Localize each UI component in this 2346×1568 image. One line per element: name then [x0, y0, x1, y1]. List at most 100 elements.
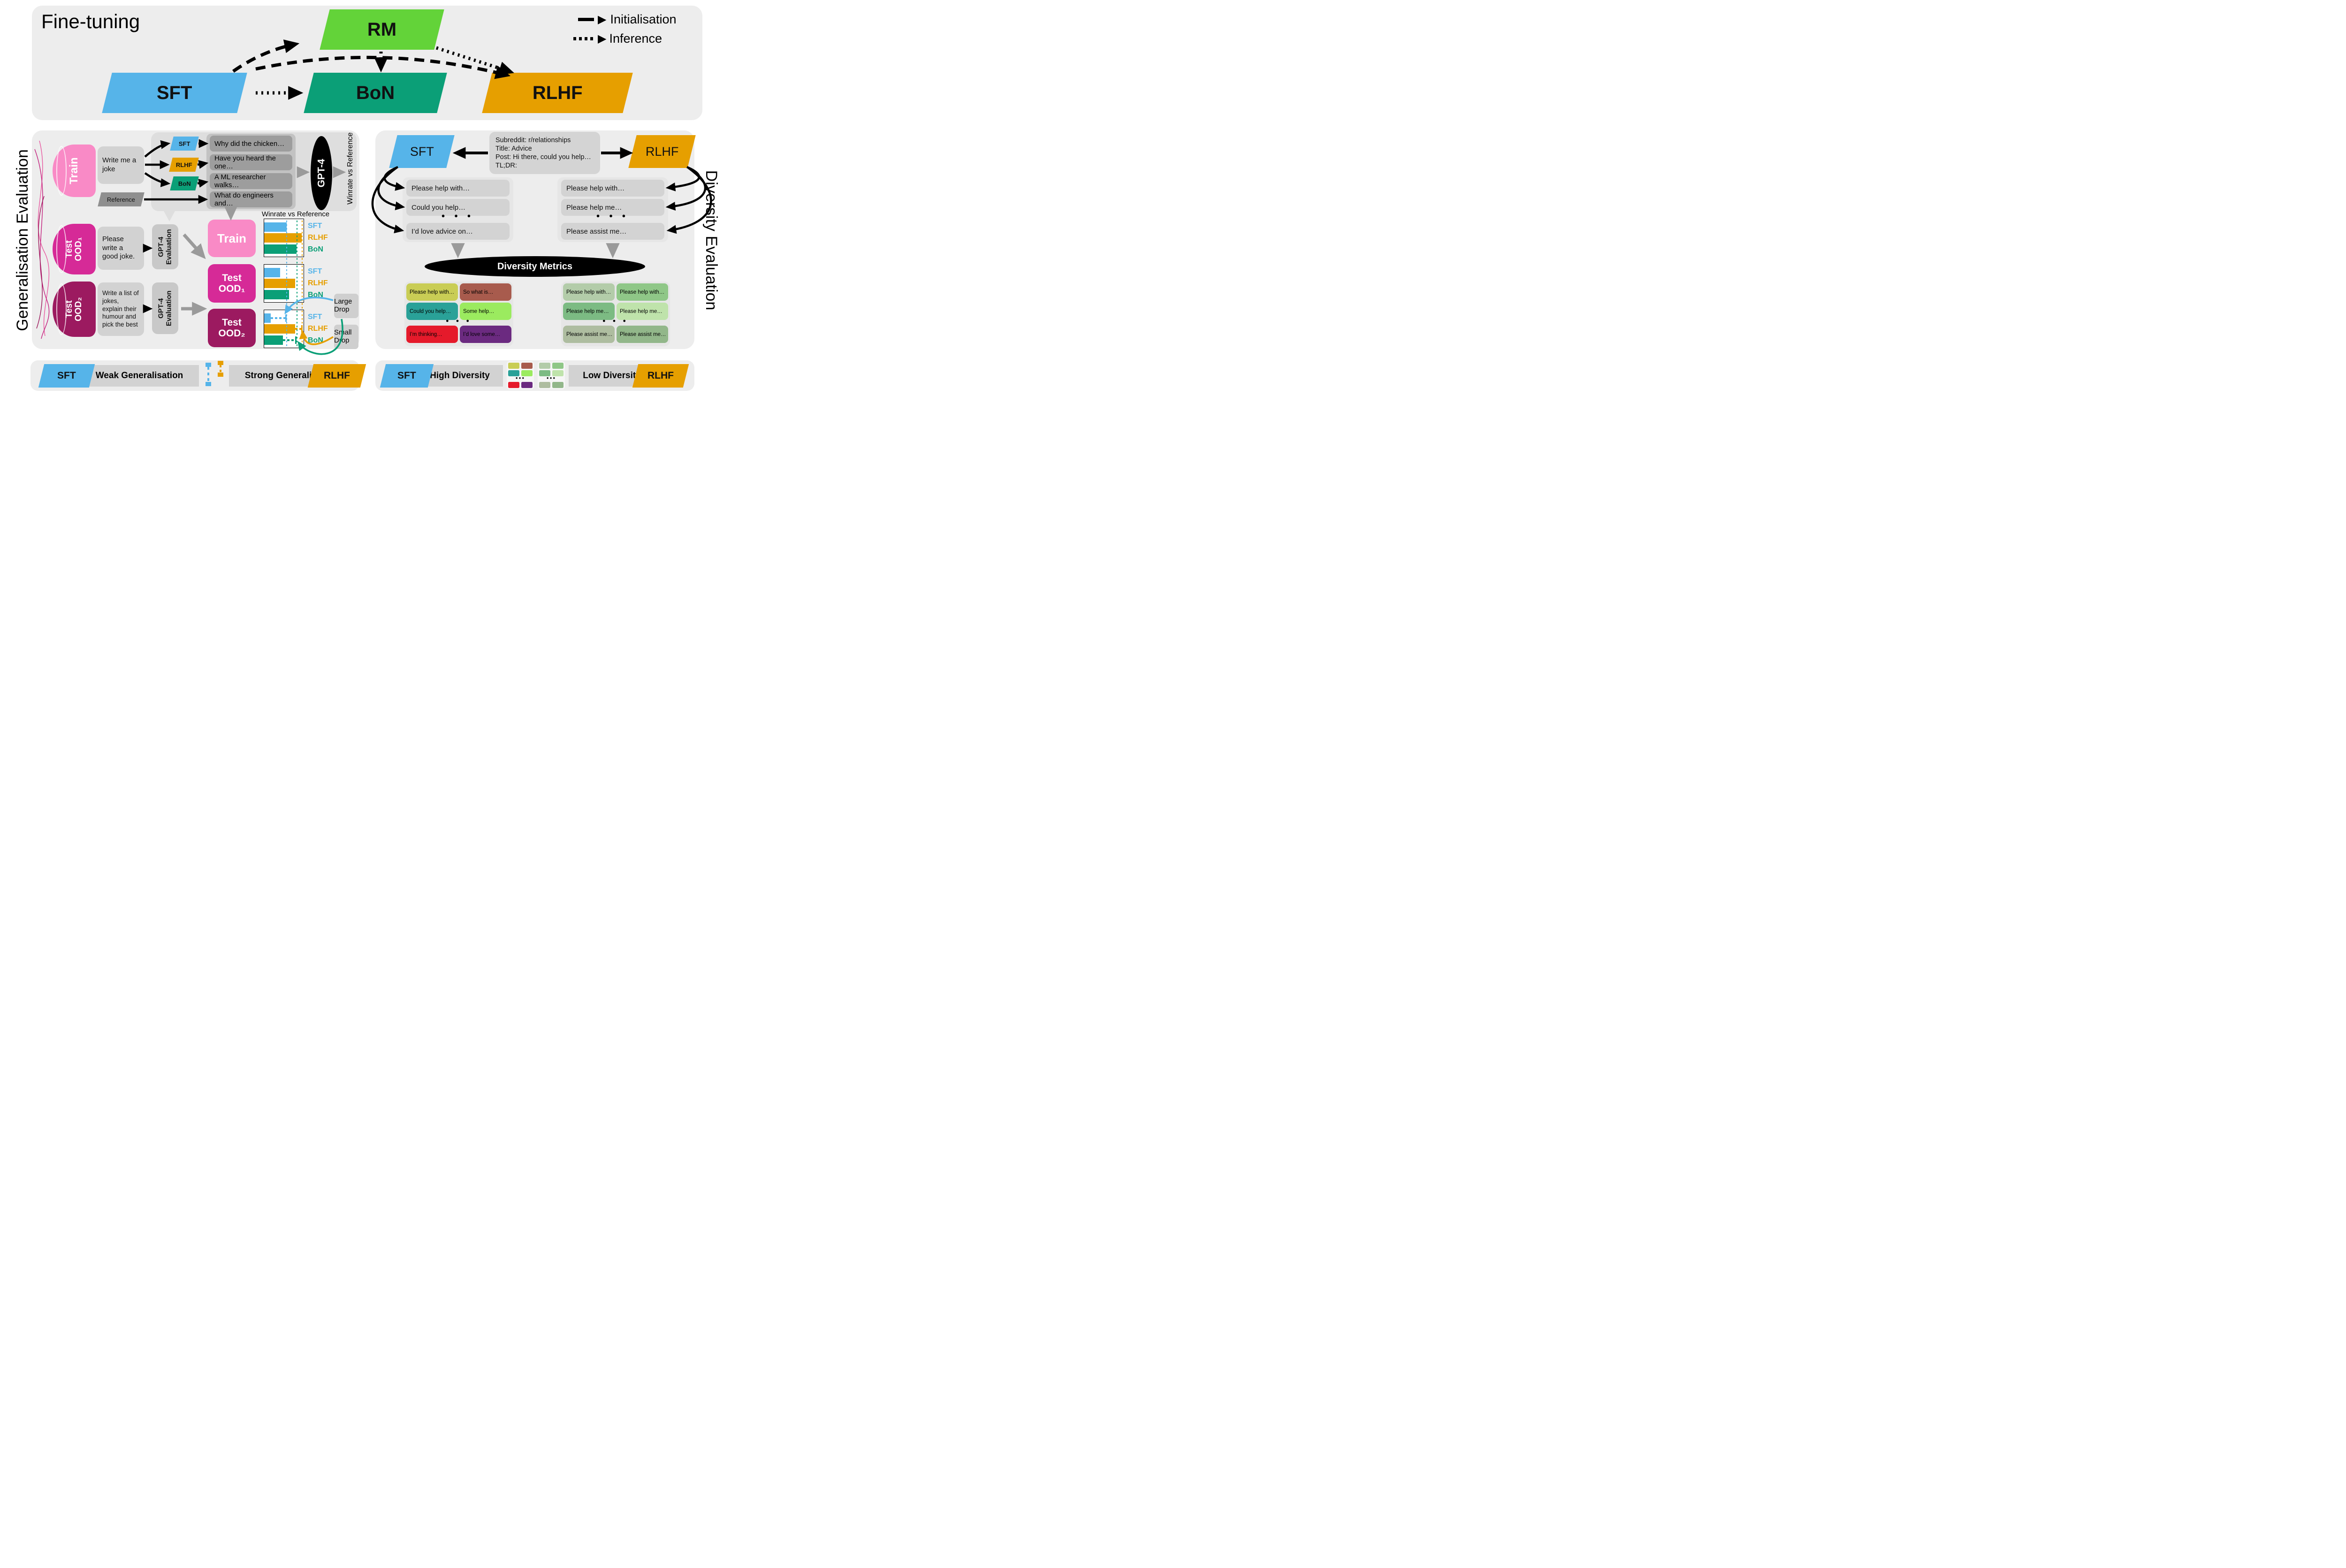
bar-bon — [264, 244, 297, 254]
diversity-response-chip: Please help with… — [563, 283, 615, 301]
mini-diversity-chip — [508, 363, 519, 369]
legend-sft-chip-diversity: SFT — [380, 364, 434, 388]
bar-row — [264, 335, 304, 345]
diversity-response-chip: I’d love some… — [460, 326, 511, 343]
sft-diversity-grid-chips: Please help with…So what is…Could you he… — [406, 283, 511, 344]
gpt4-judge-label: GPT-4 — [316, 159, 327, 188]
bar-bon — [264, 335, 283, 345]
bar-bon — [264, 289, 289, 299]
mini-diversity-chip — [508, 382, 519, 388]
sft-chip: SFT — [170, 137, 199, 151]
legend-inference-label: Inference — [609, 31, 663, 46]
legend-initialisation: ▶ Initialisation — [578, 12, 677, 27]
train-result-box: Train — [208, 220, 256, 257]
rm-node: RM — [320, 9, 444, 50]
diversity-response-chip: Please help with… — [617, 283, 668, 301]
bar-sft — [264, 222, 287, 232]
response-box: What do engineers and… — [210, 191, 292, 207]
response-box: Why did the chicken… — [210, 136, 292, 152]
sft-node: SFT — [102, 73, 247, 113]
bar-row — [264, 222, 304, 232]
ellipsis-dots: ● ● ● — [445, 318, 472, 324]
bar-row — [264, 233, 304, 243]
chart-series-label-bon: BoN — [308, 291, 323, 299]
dashed-line-icon — [578, 18, 594, 21]
chart-series-label-bon: BoN — [308, 245, 323, 253]
rlhf-node-label: RLHF — [532, 82, 583, 103]
legend-rlhf-chip-diversity: RLHF — [632, 364, 689, 388]
cylinder-seam — [56, 225, 67, 273]
diversity-section-label: Diversity Evaluation — [702, 170, 721, 311]
ellipsis-dots: ●●● — [515, 376, 526, 380]
diversity-rlhf-node: RLHF — [628, 135, 696, 168]
mini-diversity-chip — [539, 382, 550, 388]
drop-whisker-cap — [295, 336, 297, 344]
bar-row — [264, 267, 304, 277]
bar-row — [264, 244, 304, 254]
diversity-response-chip: Please help me… — [563, 303, 615, 320]
chart-series-label-rlhf: RLHF — [308, 279, 328, 287]
chart-series-label-sft: SFT — [308, 313, 322, 321]
diversity-prompt-box: Subreddit: r/relationships Title: Advice… — [489, 132, 600, 174]
diversity-sft-node: SFT — [389, 135, 455, 168]
arrowhead-icon: ▶ — [598, 13, 607, 26]
bar-row — [264, 313, 304, 323]
ellipsis-dots: ● ● ● — [596, 212, 630, 219]
rlhf-node: RLHF — [482, 73, 633, 113]
diversity-response-chip: Please assist me… — [563, 326, 615, 343]
rlhf-output-item: Please help me… — [561, 199, 664, 216]
train-prompt-box: Write me a joke — [98, 146, 144, 184]
mini-diversity-chip — [521, 382, 533, 388]
mini-diversity-chip — [508, 370, 519, 376]
diversity-response-chip: Please help with… — [406, 283, 458, 301]
rm-node-label: RM — [367, 19, 397, 40]
diversity-rlhf-label: RLHF — [645, 144, 679, 159]
chart-series-label-sft: SFT — [308, 222, 322, 230]
legend-initialisation-label: Initialisation — [610, 12, 677, 26]
diversity-response-chip: Please help me… — [617, 303, 668, 320]
winrate-chart-title: Winrate vs Reference — [261, 210, 330, 218]
ellipsis-dots: ● ● ● — [441, 212, 475, 219]
test-ood2-prompt-box: Write a list of jokes, explain their hum… — [98, 282, 144, 336]
guide-line — [301, 221, 303, 346]
response-box: Have you heard the one… — [210, 154, 292, 170]
ellipsis-dots: ● ● ● — [602, 318, 629, 324]
small-drop-glyph-orange — [218, 361, 223, 377]
legend-inference: ▶ Inference — [573, 31, 662, 46]
diversity-metrics-ellipse: Diversity Metrics — [425, 256, 645, 277]
sft-output-item: Could you help… — [406, 199, 510, 216]
gpt4-judge-ellipse: GPT-4 — [311, 136, 332, 210]
bon-node: BoN — [304, 73, 447, 113]
reference-chip: Reference — [98, 192, 145, 206]
diversity-response-chip: Could you help… — [406, 303, 458, 320]
dotted-line-icon — [573, 37, 595, 40]
diversity-response-chip: Please assist me… — [617, 326, 668, 343]
drop-whisker — [271, 317, 286, 319]
generalisation-section-label: Generalisation Evaluation — [13, 149, 31, 331]
response-box: A ML researcher walks… — [210, 173, 292, 189]
low-diversity-minigrid: ●●● — [538, 361, 565, 389]
bon-chip-label: BoN — [178, 180, 191, 187]
bar-sft — [264, 313, 271, 323]
bon-chip: BoN — [170, 176, 199, 190]
train-dataset-label: Train — [68, 157, 81, 184]
sft-chip-label: SFT — [178, 140, 190, 147]
sft-node-label: SFT — [157, 82, 192, 103]
cylinder-seam — [56, 283, 67, 335]
cylinder-seam — [56, 146, 67, 196]
winrate-guide-lines — [264, 221, 304, 346]
figure-canvas: Fine-tuning RM SFT BoN RLHF ▶ Initialisa… — [0, 0, 726, 392]
reference-chip-label: Reference — [107, 196, 135, 203]
train-dataset-cylinder: Train — [53, 145, 96, 197]
diversity-sft-label: SFT — [410, 144, 434, 159]
drop-whisker — [283, 339, 296, 341]
diversity-metrics-label: Diversity Metrics — [497, 261, 573, 272]
